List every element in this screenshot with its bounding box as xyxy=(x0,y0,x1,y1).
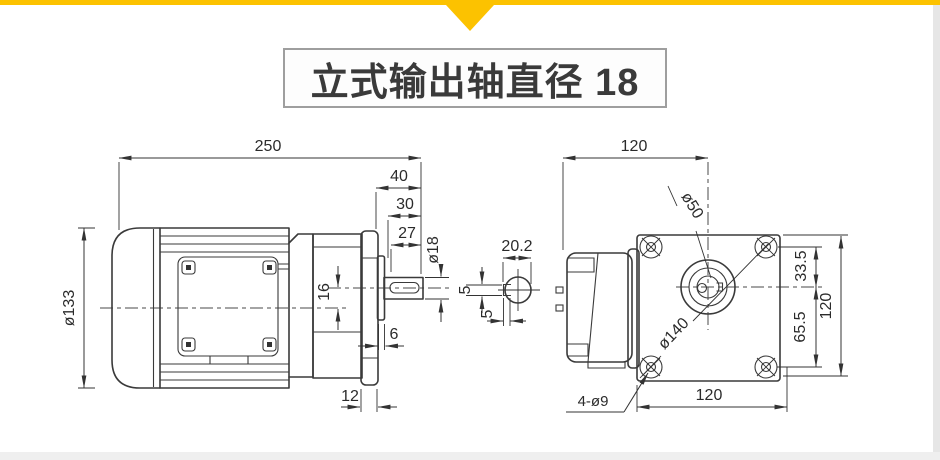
gear-housing xyxy=(312,233,363,379)
motor-frame-plate xyxy=(177,256,279,357)
flange-plate xyxy=(636,234,781,382)
dim-mounting-holes: 4-ø9 xyxy=(578,393,609,410)
dim-key-length: 27 xyxy=(398,225,416,242)
dim-shaft-housing-length: 40 xyxy=(390,168,408,185)
frame-screw xyxy=(267,342,272,347)
flange-top-view: ø50 ø140 120 33.5 65.5 120 120 4-ø9 xyxy=(555,138,848,413)
dim-motor-diameter: ø133 xyxy=(61,290,78,327)
output-shaft xyxy=(383,276,424,300)
shaft-section-detail: 20.2 5 5 xyxy=(457,238,540,326)
output-boss xyxy=(680,259,736,315)
shaft-keyway xyxy=(389,281,420,294)
dim-key-width: 5 xyxy=(457,285,474,294)
dim-axis-offset: 16 xyxy=(316,283,333,301)
terminal-box xyxy=(566,252,633,363)
dim-flange-thickness: 12 xyxy=(341,388,359,405)
mounting-hole xyxy=(754,355,778,379)
mounting-hole xyxy=(639,235,663,259)
banner-down-arrow-icon xyxy=(446,5,494,31)
dim-shaft-diameter: ø18 xyxy=(425,236,442,264)
title-box: 立式输出轴直径 18 xyxy=(283,48,667,108)
dim-top-holes-to-axis: 33.5 xyxy=(793,250,810,281)
bottom-edge-divider xyxy=(0,452,940,460)
dim-boss-width: 6 xyxy=(390,326,399,343)
dim-across-keyway: 20.2 xyxy=(501,238,532,255)
gearbox-input-section xyxy=(288,233,314,378)
dim-axis-to-bottom-holes: 65.5 xyxy=(792,311,809,342)
frame-screw xyxy=(186,342,191,347)
section-keyway xyxy=(502,283,511,297)
top-banner xyxy=(0,0,940,5)
page-title: 立式输出轴直径 18 xyxy=(310,61,640,104)
dim-shaft-step-length: 30 xyxy=(396,196,414,213)
dim-spigot-diameter: ø50 xyxy=(677,189,706,221)
flange-spigot-edge xyxy=(627,248,640,369)
frame-screw xyxy=(267,265,272,270)
dim-hole-spacing: 120 xyxy=(696,387,723,404)
flange-plate-edge xyxy=(360,230,379,386)
dim-key-depth: 5 xyxy=(479,309,496,318)
bolt-circle-diagonal xyxy=(639,243,769,379)
motor-side-view: 250 40 30 27 ø18 ø133 16 6 xyxy=(61,138,453,412)
motor-endbell xyxy=(111,227,161,389)
spigot-leader xyxy=(667,185,712,279)
dim-depth-to-axis: 120 xyxy=(621,138,648,155)
motor-body xyxy=(159,227,290,389)
mounting-hole xyxy=(754,235,778,259)
right-edge-divider xyxy=(933,5,940,460)
dim-bolt-circle-diameter: ø140 xyxy=(655,315,693,353)
frame-screw xyxy=(186,265,191,270)
dim-overall-length: 250 xyxy=(255,138,282,155)
dim-flange-height: 120 xyxy=(818,293,835,320)
